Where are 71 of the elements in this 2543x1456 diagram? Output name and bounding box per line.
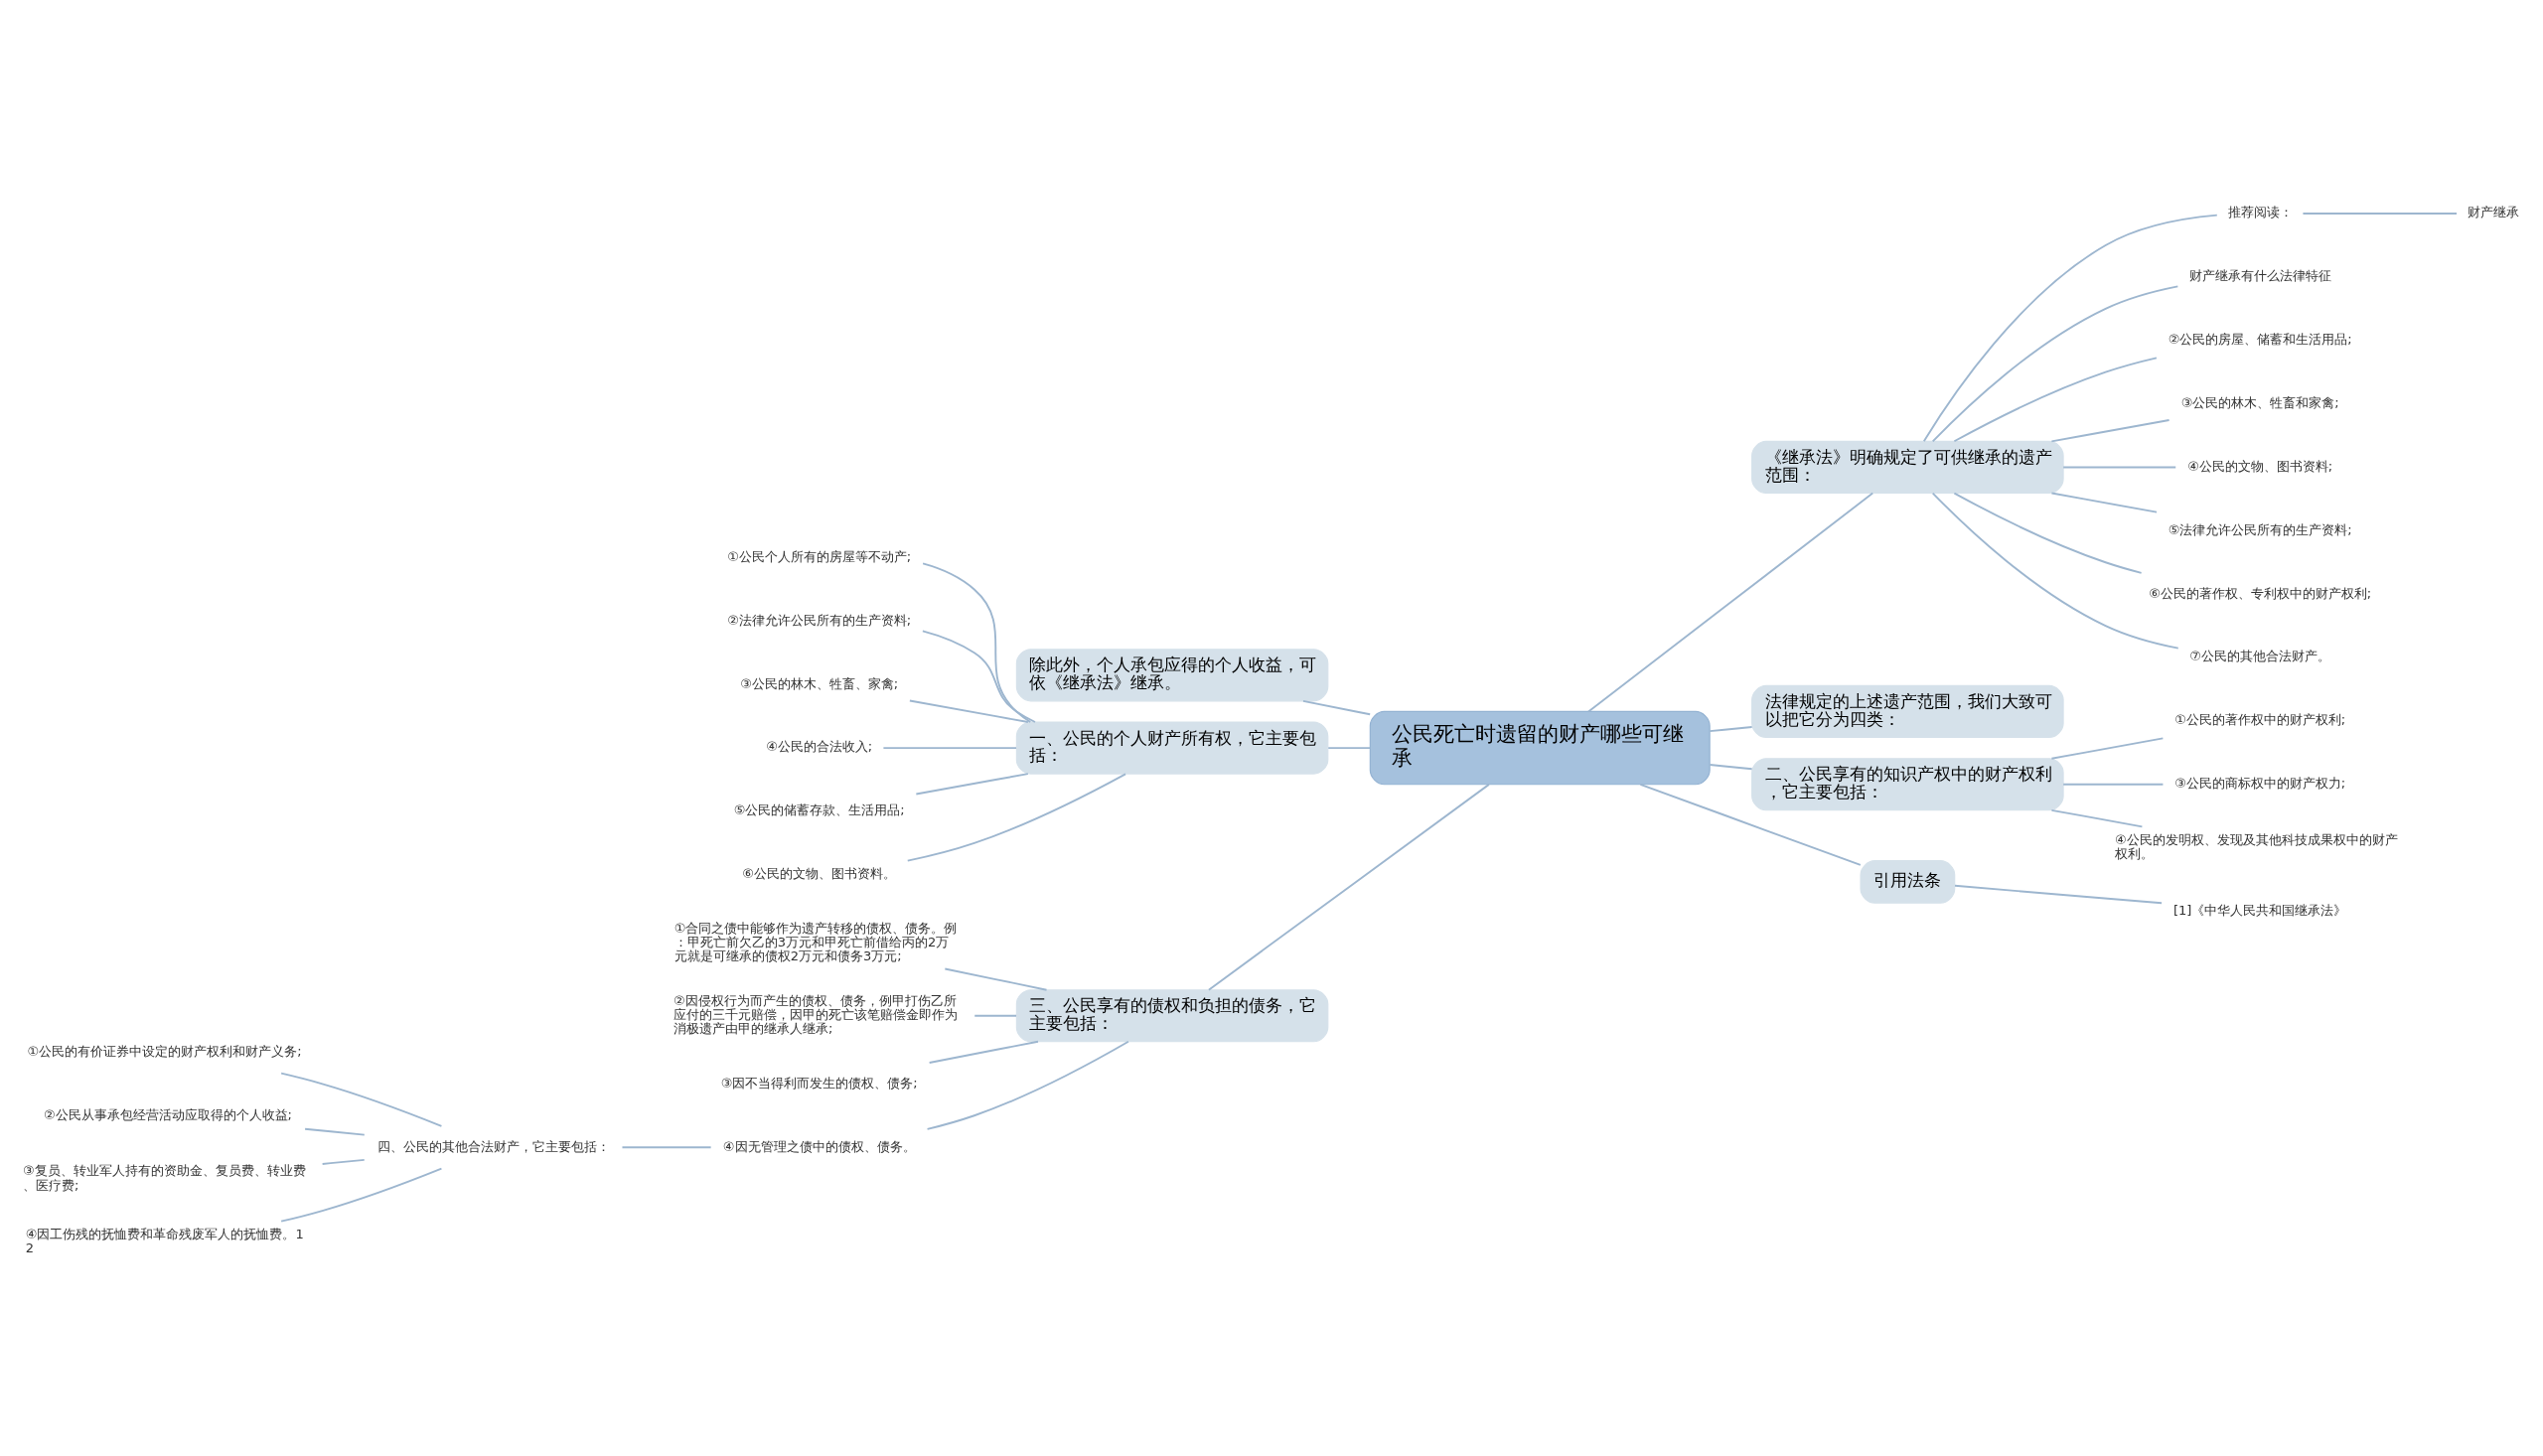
connector	[882, 747, 1017, 750]
node-box: 一、公民的个人财产所有权，它主要包括：	[1015, 721, 1329, 775]
node-text: ④因无管理之债中的债权、债务。	[722, 1138, 916, 1154]
connector	[621, 1146, 712, 1149]
node-box: 三、公民享有的债权和负担的债务，它主要包括：	[1015, 989, 1329, 1043]
connector	[304, 1127, 366, 1136]
connector	[2050, 737, 2165, 760]
node-text: ⑦公民的其他合法财产。	[2189, 649, 2330, 664]
node-box: 公民死亡时遗留的财产哪些可继承	[1369, 710, 1711, 786]
connector	[2302, 213, 2458, 215]
node-text: ①公民的有价证券中设定的财产权利和财产义务;	[27, 1043, 302, 1059]
connector	[2062, 466, 2177, 469]
node-text: ③复员、转业军人持有的资助金、复员费、转业费、医疗费;	[22, 1163, 306, 1193]
connector	[280, 1072, 443, 1127]
node-text: ③因不当得利而发生的债权、债务;	[720, 1075, 918, 1091]
node-text: ⑥公民的著作权、专利权中的财产权利;	[2149, 585, 2372, 601]
node-text: ②因侵权行为而产生的债权、债务，例甲打伤乙所应付的三千元赔偿，因甲的死亡该笔赔偿金即作为消极遗产由甲的继承人继承;	[673, 992, 959, 1037]
connector	[973, 1014, 1017, 1017]
connector	[906, 773, 1126, 862]
node-box: 《继承法》明确规定了可供继承的遗产范围：	[1751, 440, 2064, 495]
connector	[1587, 492, 1874, 713]
node-text: ⑤公民的储蓄存款、生活用品;	[733, 802, 905, 818]
connector	[1709, 764, 1753, 771]
node-text: ⑤法律允许公民所有的生产资料;	[2168, 521, 2352, 537]
node-text: ③公民的林木、牲畜、家禽;	[740, 675, 899, 691]
node-text: ③公民的商标权中的财产权力;	[2174, 776, 2346, 792]
connector	[2050, 492, 2158, 513]
node-text: 财产继承有什么法律特征	[2188, 268, 2331, 284]
node-text: ①合同之债中能够作为遗产转移的债权、债务。例：甲死亡前欠乙的3万元和甲死亡前借给丙的2万元就是可继承的债权2万元和债务3万元;	[673, 920, 958, 963]
connector	[1207, 783, 1490, 991]
connector	[1639, 783, 1862, 866]
node-text: ④公民的合法收入;	[766, 739, 873, 755]
node-box: 法律规定的上述遗产范围，我们大致可以把它分为四类：	[1751, 684, 2064, 739]
node-text: ⑥公民的文物、图书资料。	[742, 866, 897, 882]
node-text: ②法律允许公民所有的生产资料;	[727, 612, 912, 628]
node-box: 除此外，个人承包应得的个人收益，可依《继承法》继承。	[1015, 649, 1329, 702]
node-text: 四、公民的其他合法财产，它主要包括：	[376, 1138, 610, 1154]
connector	[2062, 783, 2165, 786]
node-text: [1]《中华人民共和国继承法》	[2172, 902, 2347, 918]
connector	[1302, 699, 1372, 716]
connector	[1931, 492, 2179, 650]
node-text: ④因工伤残的抚恤费和革命残废军人的抚恤费。12	[25, 1227, 304, 1256]
connector	[1954, 884, 2164, 905]
node-box: 二、公民享有的知识产权中的财产权利，它主要包括：	[1751, 758, 2064, 811]
connector	[1953, 492, 2143, 574]
connector	[922, 562, 1032, 723]
connector	[2050, 808, 2144, 828]
connector	[1931, 285, 2179, 443]
connector	[321, 1158, 366, 1165]
connector	[1922, 214, 2218, 443]
node-text: ②公民的房屋、储蓄和生活用品;	[2168, 332, 2352, 348]
connector	[1709, 726, 1753, 733]
node-text: ①公民个人所有的房屋等不动产;	[727, 548, 912, 564]
node-box: 引用法条	[1860, 860, 1956, 904]
node-text: 财产继承	[2467, 205, 2519, 220]
connector	[921, 630, 1036, 723]
connector	[926, 1040, 1129, 1130]
node-text: ④公民的发明权、发现及其他科技成果权中的财产权利。	[2115, 831, 2398, 862]
connector	[915, 773, 1029, 796]
node-text: ②公民从事承包经营活动应取得的个人收益;	[43, 1106, 292, 1122]
connector	[1327, 747, 1372, 750]
node-text: ④公民的文物、图书资料;	[2187, 458, 2333, 474]
node-text: ①公民的著作权中的财产权利;	[2174, 712, 2346, 728]
connector	[944, 967, 1048, 991]
connector	[908, 699, 1029, 723]
connector	[1953, 357, 2158, 443]
node-text: ③公民的林木、牲畜和家禽;	[2180, 394, 2339, 410]
connector	[280, 1167, 443, 1223]
connector	[928, 1040, 1039, 1064]
connector	[2050, 419, 2170, 443]
node-text: 推荐阅读：	[2227, 205, 2293, 220]
